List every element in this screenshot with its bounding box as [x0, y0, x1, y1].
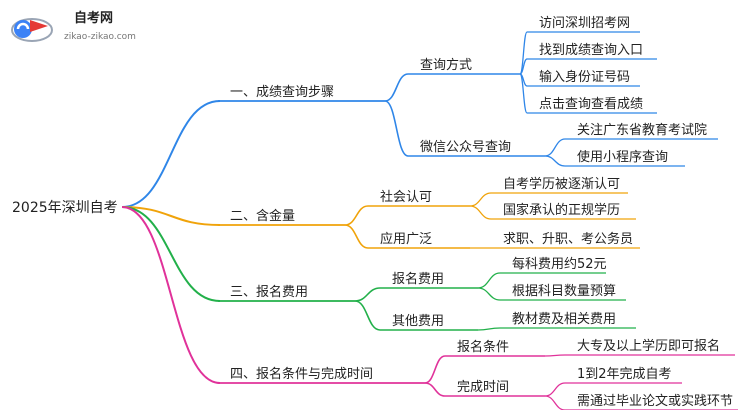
sub-branch-connector	[384, 100, 409, 157]
sub-branch-label: 完成时间	[457, 380, 509, 395]
logo-name: 自考网	[74, 11, 114, 26]
leaf-label: 点击查询查看成绩	[539, 96, 643, 112]
leaf-connector	[544, 155, 566, 167]
sub-branch-connector	[344, 205, 369, 226]
branch-connector	[121, 206, 221, 384]
leaf-label: 找到成绩查询入口	[539, 43, 643, 58]
branch-label: 四、报名条件与完成时间	[230, 366, 373, 382]
logo-url: zikao-zikao.com	[64, 32, 136, 42]
sub-branch-label: 其他费用	[392, 314, 444, 329]
leaf-label: 访问深圳招考网	[539, 16, 630, 31]
sub-branch-connector	[354, 287, 381, 302]
sub-branch-connector	[344, 224, 369, 249]
logo-icon	[11, 18, 53, 42]
leaf-connector	[469, 205, 492, 220]
leaf-connector	[469, 192, 492, 207]
leaf-label: 输入身份证号码	[539, 69, 630, 85]
leaf-label: 大专及以上学历即可报名	[577, 338, 720, 354]
leaf-label: 国家承认的正规学历	[503, 202, 620, 218]
leaf-label: 根据科目数量预算	[512, 284, 616, 299]
leaf-label: 1到2年完成自考	[577, 367, 672, 382]
leaf-connector	[519, 73, 528, 114]
leaf-connector	[544, 395, 566, 410]
leaf-label: 求职、升职、考公务员	[503, 231, 633, 247]
leaf-connector	[477, 272, 501, 289]
branch-connector	[121, 100, 221, 208]
sub-branch-label: 应用广泛	[380, 231, 432, 247]
leaf-connector	[544, 354, 566, 357]
leaf-label: 教材费及相关费用	[512, 311, 616, 327]
sub-branch-connector	[424, 382, 446, 397]
leaf-label: 自考学历被逐渐认可	[503, 176, 620, 192]
branch-label: 三、报名费用	[230, 284, 308, 300]
sub-branch-label: 微信公众号查询	[420, 140, 511, 155]
sub-branch-connector	[424, 355, 446, 384]
sub-branch-connector	[354, 300, 381, 331]
sub-branch-label: 社会认可	[380, 189, 432, 205]
root-node-label: 2025年深圳自考	[12, 200, 118, 216]
leaf-label: 关注广东省教育考试院	[577, 122, 707, 138]
leaf-label: 使用小程序查询	[577, 149, 668, 165]
site-logo[interactable]: 自考网 zikao-zikao.com	[8, 4, 148, 50]
branch-label: 一、成绩查询步骤	[230, 85, 334, 100]
leaf-connector	[477, 327, 501, 331]
sub-branch-connector	[384, 73, 409, 102]
branch-label: 二、含金量	[230, 208, 295, 224]
sub-branch-label: 报名费用	[392, 271, 444, 287]
leaf-connector	[544, 382, 566, 397]
leaf-connector	[477, 287, 501, 301]
leaf-label: 每科费用约52元	[512, 256, 607, 272]
sub-branch-label: 报名条件	[457, 339, 509, 355]
branch-connector	[121, 206, 221, 226]
leaf-connector	[544, 138, 566, 157]
leaf-label: 需通过毕业论文或实践环节	[577, 394, 733, 409]
sub-branch-label: 查询方式	[420, 57, 472, 73]
branch-connector	[121, 206, 221, 302]
